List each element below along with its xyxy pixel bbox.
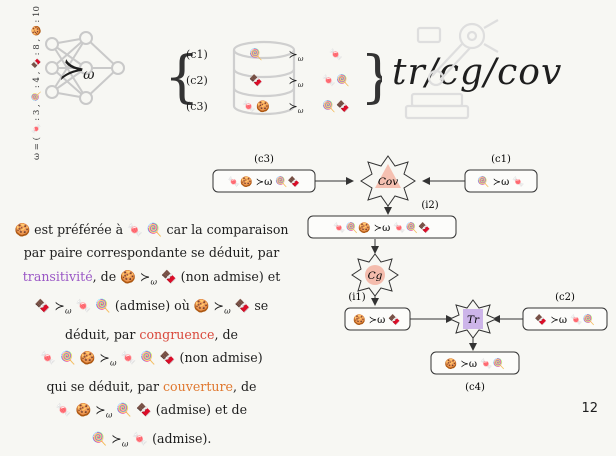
node-c4: 🍪 ≻ω 🍬🍭 (c4) bbox=[430, 351, 520, 393]
svg-text:(i2): (i2) bbox=[421, 200, 438, 211]
para-line-9: 🍭 ≻ω 🍬 (admise). bbox=[91, 431, 212, 449]
svg-text:}: } bbox=[360, 45, 382, 110]
svg-text:{: { bbox=[164, 45, 200, 110]
svg-text:(c3): (c3) bbox=[254, 154, 274, 165]
robot-arm-icon bbox=[404, 19, 499, 120]
page-number: 12 bbox=[581, 401, 598, 416]
comparison-c2: (c2) 🍫 ≻ω 🍬🍭 bbox=[186, 74, 350, 90]
cg-label: Cg bbox=[368, 270, 383, 282]
para-line-1: 🍪 est préférée à 🍬 🍭 car la comparaison bbox=[14, 222, 289, 237]
transitivity-term: transitivité bbox=[22, 268, 93, 284]
node-c2: 🍫 ≻ω 🍬🍭 (c2) bbox=[522, 292, 608, 331]
comparison-c1: (c1) 🍭 ≻ω 🍬 bbox=[186, 48, 343, 64]
svg-text:🍭 ≻ω 🍬: 🍭 ≻ω 🍬 bbox=[477, 175, 525, 188]
svg-text:🍬🍪 ≻ω 🍭🍫: 🍬🍪 ≻ω 🍭🍫 bbox=[228, 175, 301, 188]
svg-text:(c1): (c1) bbox=[491, 154, 511, 165]
para-line-2: par paire correspondante se déduit, par bbox=[23, 245, 280, 261]
svg-text:🍫 ≻ω 🍬🍭: 🍫 ≻ω 🍬🍭 bbox=[535, 313, 595, 326]
node-c1: 🍭 ≻ω 🍬 (c1) bbox=[464, 154, 538, 193]
slide-title: tr/cg/cov bbox=[392, 52, 563, 93]
node-i2: 🍬🍭🍪 ≻ω 🍬🍭🍫 (i2) bbox=[307, 200, 457, 239]
node-i1: 🍪 ≻ω 🍫 (i1) bbox=[344, 292, 411, 331]
cov-operator: Cov bbox=[360, 155, 416, 207]
explanation-paragraph: 🍪 est préférée à 🍬 🍭 car la comparaison … bbox=[14, 218, 289, 456]
para-line-7: qui se déduit, par couverture, de bbox=[46, 378, 257, 394]
comparison-brace: { } bbox=[164, 45, 382, 110]
cg-operator: Cg bbox=[351, 253, 399, 297]
svg-text:(i1): (i1) bbox=[348, 292, 365, 303]
tr-label: Tr bbox=[467, 314, 480, 326]
weights-text: ω = ( 🍬 : 3 , 🍭 : 4 , 🍫 : 8 , 🍪 : 10 ) bbox=[30, 6, 42, 160]
coverage-term: couverture bbox=[162, 378, 233, 394]
svg-text:(c2): (c2) bbox=[555, 292, 575, 303]
para-line-3: transitivité, de 🍪 ≻ω 🍫 (non admise) et bbox=[22, 268, 281, 287]
inference-diagram: Cov Cg Tr 🍬🍪 ≻ω 🍭🍫 (c3) 🍭 ≻ω 🍬 (c1) 🍬🍭🍪 … bbox=[212, 154, 608, 393]
weights-vector: ω = ( 🍬 : 3 , 🍭 : 4 , 🍫 : 8 , 🍪 : 10 ) bbox=[30, 6, 42, 160]
cov-label: Cov bbox=[378, 176, 398, 188]
node-c3: 🍬🍪 ≻ω 🍭🍫 (c3) bbox=[212, 154, 316, 193]
order-symbol: ≻ω bbox=[58, 52, 95, 87]
comparison-c3: (c3) 🍬🍪 ≻ω 🍭🍫 bbox=[186, 100, 350, 116]
svg-text:🍪 ≻ω 🍫: 🍪 ≻ω 🍫 bbox=[353, 313, 401, 326]
para-line-5: déduit, par congruence, de bbox=[65, 326, 238, 342]
svg-text:(c4): (c4) bbox=[465, 382, 485, 393]
svg-text:🍬🍭🍪 ≻ω 🍬🍭🍫: 🍬🍭🍪 ≻ω 🍬🍭🍫 bbox=[333, 221, 431, 234]
database-icon bbox=[232, 40, 296, 116]
svg-text:🍪 ≻ω 🍬🍭: 🍪 ≻ω 🍬🍭 bbox=[445, 357, 505, 370]
comparison-list: (c1) 🍭 ≻ω 🍬 (c2) 🍫 ≻ω 🍬🍭 (c3) 🍬🍪 ≻ω 🍭🍫 bbox=[186, 44, 366, 123]
para-line-6: 🍬 🍭 🍪 ≻ω 🍬 🍭 🍫 (non admise) bbox=[40, 350, 263, 368]
para-line-8: 🍬 🍪 ≻ω 🍭 🍫 (admise) et de bbox=[55, 402, 248, 420]
tr-operator: Tr bbox=[448, 299, 498, 339]
neural-network-icon bbox=[45, 31, 125, 105]
congruence-term: congruence bbox=[139, 326, 215, 342]
para-line-4: 🍫 ≻ω 🍬 🍭 (admise) où 🍪 ≻ω 🍫 se bbox=[34, 297, 269, 316]
